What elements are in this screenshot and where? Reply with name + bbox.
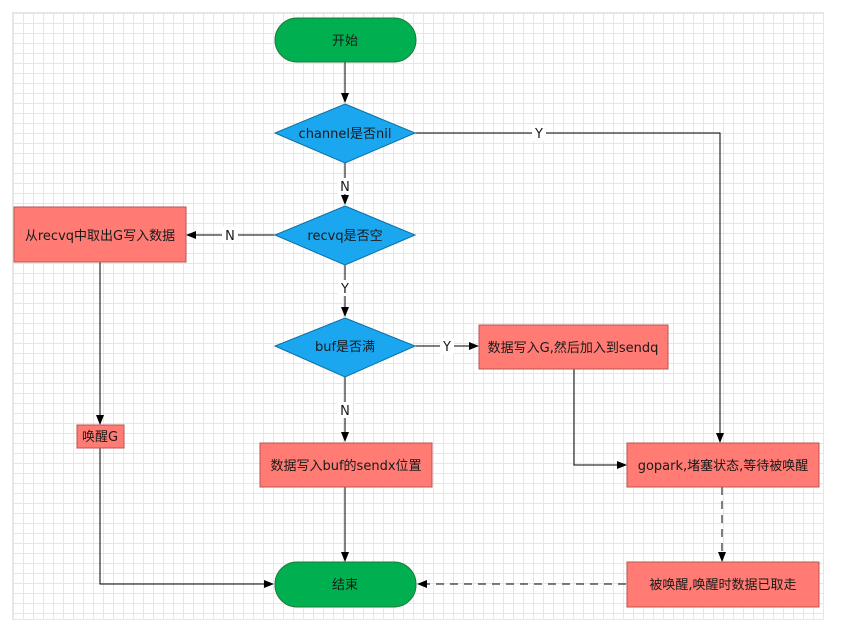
- node-buf-full-decision: buf是否满: [273, 317, 417, 378]
- node-write-to-g-sendq-label: 数据写入G,然后加入到sendq: [488, 340, 659, 356]
- label-recvq-no: N: [225, 229, 235, 244]
- node-end: 结束: [274, 561, 417, 608]
- node-take-from-recvq: 从recvq中取出G写入数据: [13, 206, 187, 263]
- node-write-to-buf-label: 数据写入buf的sendx位置: [270, 458, 421, 474]
- edge-channel-nil-yes-to-gopark: [415, 132, 724, 443]
- node-wake-g: 唤醒G: [76, 424, 125, 449]
- node-start: 开始: [274, 17, 417, 63]
- node-wake-g-label: 唤醒G: [82, 430, 118, 445]
- node-take-from-recvq-label: 从recvq中取出G写入数据: [25, 229, 175, 244]
- label-buf-no: N: [340, 404, 350, 419]
- edge-labels: Y N N Y Y N: [222, 125, 546, 419]
- edges: [96, 62, 726, 588]
- label-channel-nil-yes: Y: [534, 127, 543, 142]
- node-woken-label: 被唤醒,唤醒时数据已取走: [649, 578, 796, 593]
- node-end-label: 结束: [332, 578, 358, 593]
- node-gopark: gopark,堵塞状态,等待被唤醒: [626, 442, 820, 488]
- edge-wake-to-end: [99, 448, 274, 588]
- label-recvq-yes: Y: [340, 282, 349, 297]
- node-write-to-g-sendq: 数据写入G,然后加入到sendq: [478, 324, 669, 370]
- edge-write-g-to-gopark: [573, 369, 627, 469]
- node-recvq-empty-decision: recvq是否空: [273, 205, 417, 266]
- node-woken: 被唤醒,唤醒时数据已取走: [626, 561, 820, 608]
- label-buf-yes: Y: [442, 340, 451, 355]
- node-gopark-label: gopark,堵塞状态,等待被唤醒: [638, 458, 809, 474]
- node-start-label: 开始: [332, 34, 358, 49]
- node-channel-nil-label: channel是否nil: [299, 127, 392, 142]
- node-write-to-buf: 数据写入buf的sendx位置: [259, 442, 433, 488]
- grid-background: [12, 12, 824, 620]
- node-channel-nil-decision: channel是否nil: [273, 103, 417, 164]
- node-buf-full-label: buf是否满: [315, 340, 375, 355]
- node-recvq-empty-label: recvq是否空: [307, 229, 382, 244]
- label-channel-nil-no: N: [340, 180, 350, 195]
